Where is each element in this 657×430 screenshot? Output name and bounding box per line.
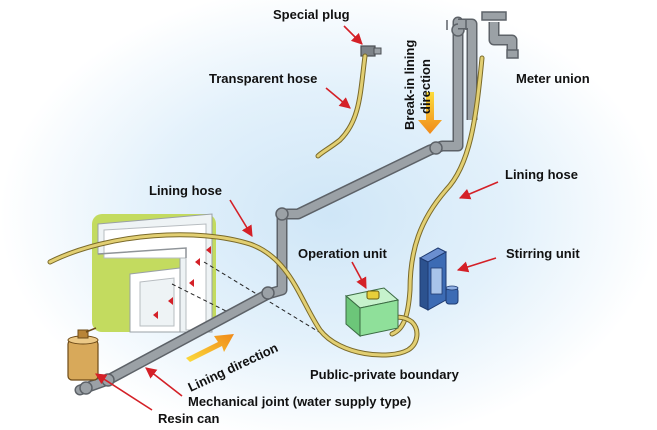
transparent-hose-label: Transparent hose: [209, 71, 318, 86]
special-plug-icon: [360, 45, 382, 57]
transparent-hose: [315, 53, 368, 159]
stirring-unit-icon: [418, 247, 459, 311]
pipe-cross-section: [92, 213, 216, 333]
lining-hose-left-label: Lining hose: [149, 183, 222, 198]
stirring-unit-label: Stirring unit: [506, 246, 580, 261]
leader-arrows: [95, 25, 499, 411]
lining-hose-right-label: Lining hose: [505, 167, 578, 182]
mechanical-joint-label: Mechanical joint (water supply type): [188, 394, 412, 409]
operation-unit-label: Operation unit: [298, 246, 387, 261]
public-private-boundary-label: Public-private boundary: [310, 367, 459, 382]
resin-can-label: Resin can: [158, 411, 220, 426]
meter-union-label: Meter union: [516, 71, 590, 86]
lining-hose-left: [47, 232, 420, 358]
operation-unit-icon: [344, 287, 400, 338]
lining-direction-arrow: [186, 334, 234, 362]
lining-hose-right: [389, 55, 485, 337]
special-plug-label: Special plug: [273, 7, 350, 22]
break-in-direction-label-line2: direction: [418, 59, 433, 114]
break-in-direction-label-line1: Break-in lining: [402, 39, 417, 130]
meter-union-icon: [481, 11, 519, 59]
public-private-boundary-line: [171, 261, 353, 353]
break-in-direction-arrow: [418, 92, 442, 134]
resin-can-icon: [67, 327, 99, 395]
